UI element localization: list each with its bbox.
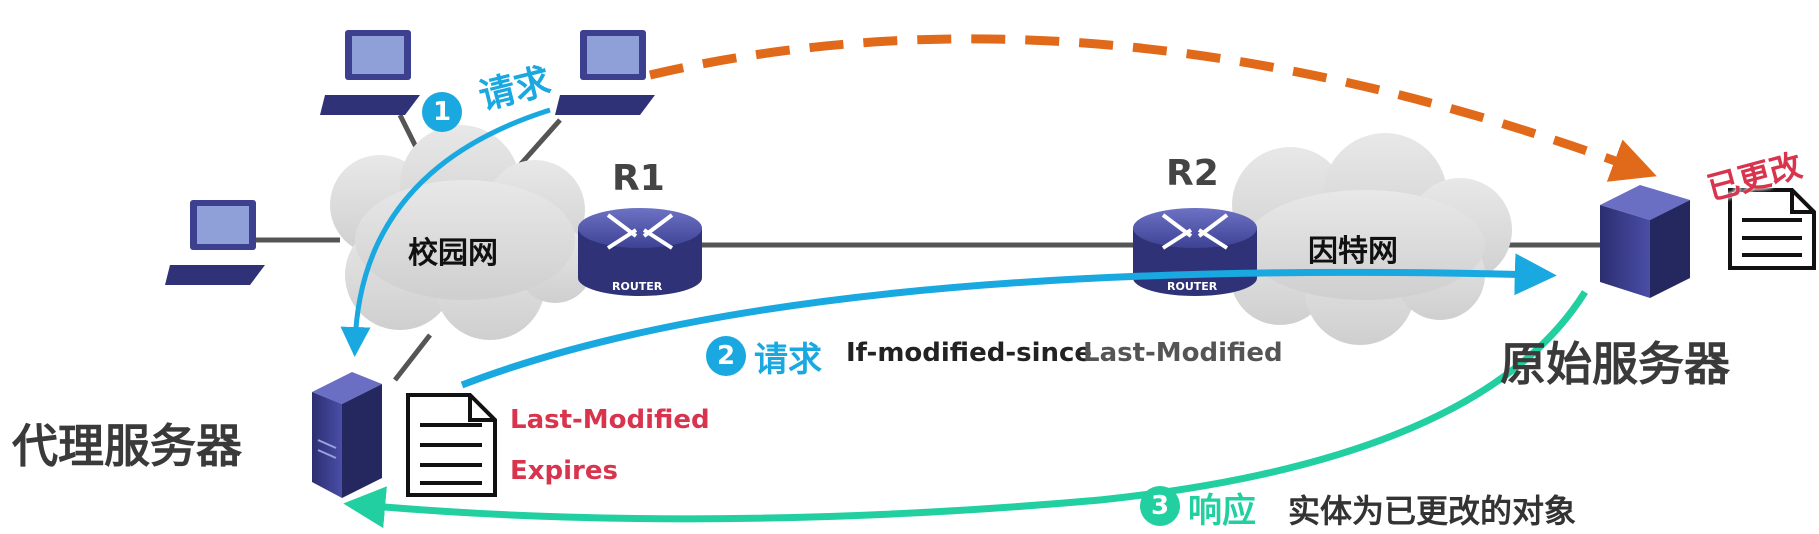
campus-network-cloud bbox=[330, 125, 593, 340]
computer-icon bbox=[555, 30, 655, 115]
direct-request-arrow bbox=[648, 34, 1657, 182]
origin-server-label: 原始服务器 bbox=[1500, 337, 1730, 391]
step2-label: 请求 bbox=[754, 340, 822, 380]
step1-request-arrow bbox=[340, 107, 551, 357]
step2-number-badge: 2 bbox=[706, 336, 746, 376]
computer-icon bbox=[165, 200, 265, 285]
router-r1 bbox=[578, 208, 702, 296]
proxy-doc-expires: Expires bbox=[510, 456, 618, 486]
computer-icon bbox=[320, 30, 420, 115]
step3-response-arrow bbox=[343, 290, 1588, 529]
proxy-server-label: 代理服务器 bbox=[12, 419, 242, 473]
step3-label: 响应 bbox=[1188, 491, 1256, 531]
origin-document-icon bbox=[1728, 188, 1816, 270]
router-r2-label: R2 bbox=[1166, 153, 1219, 194]
step2-value: Last-Modified bbox=[1083, 338, 1283, 368]
internet-label: 因特网 bbox=[1308, 234, 1398, 269]
step3-detail: 实体为已更改的对象 bbox=[1288, 492, 1577, 530]
step1-number-badge: 1 bbox=[422, 92, 462, 132]
proxy-server-icon bbox=[312, 372, 382, 498]
router-r1-badge: ROUTER bbox=[612, 280, 663, 293]
campus-network-label: 校园网 bbox=[408, 236, 498, 271]
proxy-doc-last-modified: Last-Modified bbox=[510, 405, 710, 435]
router-r2-badge: ROUTER bbox=[1167, 280, 1218, 293]
proxy-document-icon bbox=[406, 393, 497, 497]
origin-server-icon bbox=[1600, 185, 1690, 298]
step2-header: If-modified-since bbox=[846, 338, 1093, 368]
router-r2 bbox=[1133, 208, 1257, 296]
step2-request-arrow bbox=[460, 253, 1557, 389]
step3-number-badge: 3 bbox=[1140, 486, 1180, 526]
router-r1-label: R1 bbox=[612, 158, 665, 199]
